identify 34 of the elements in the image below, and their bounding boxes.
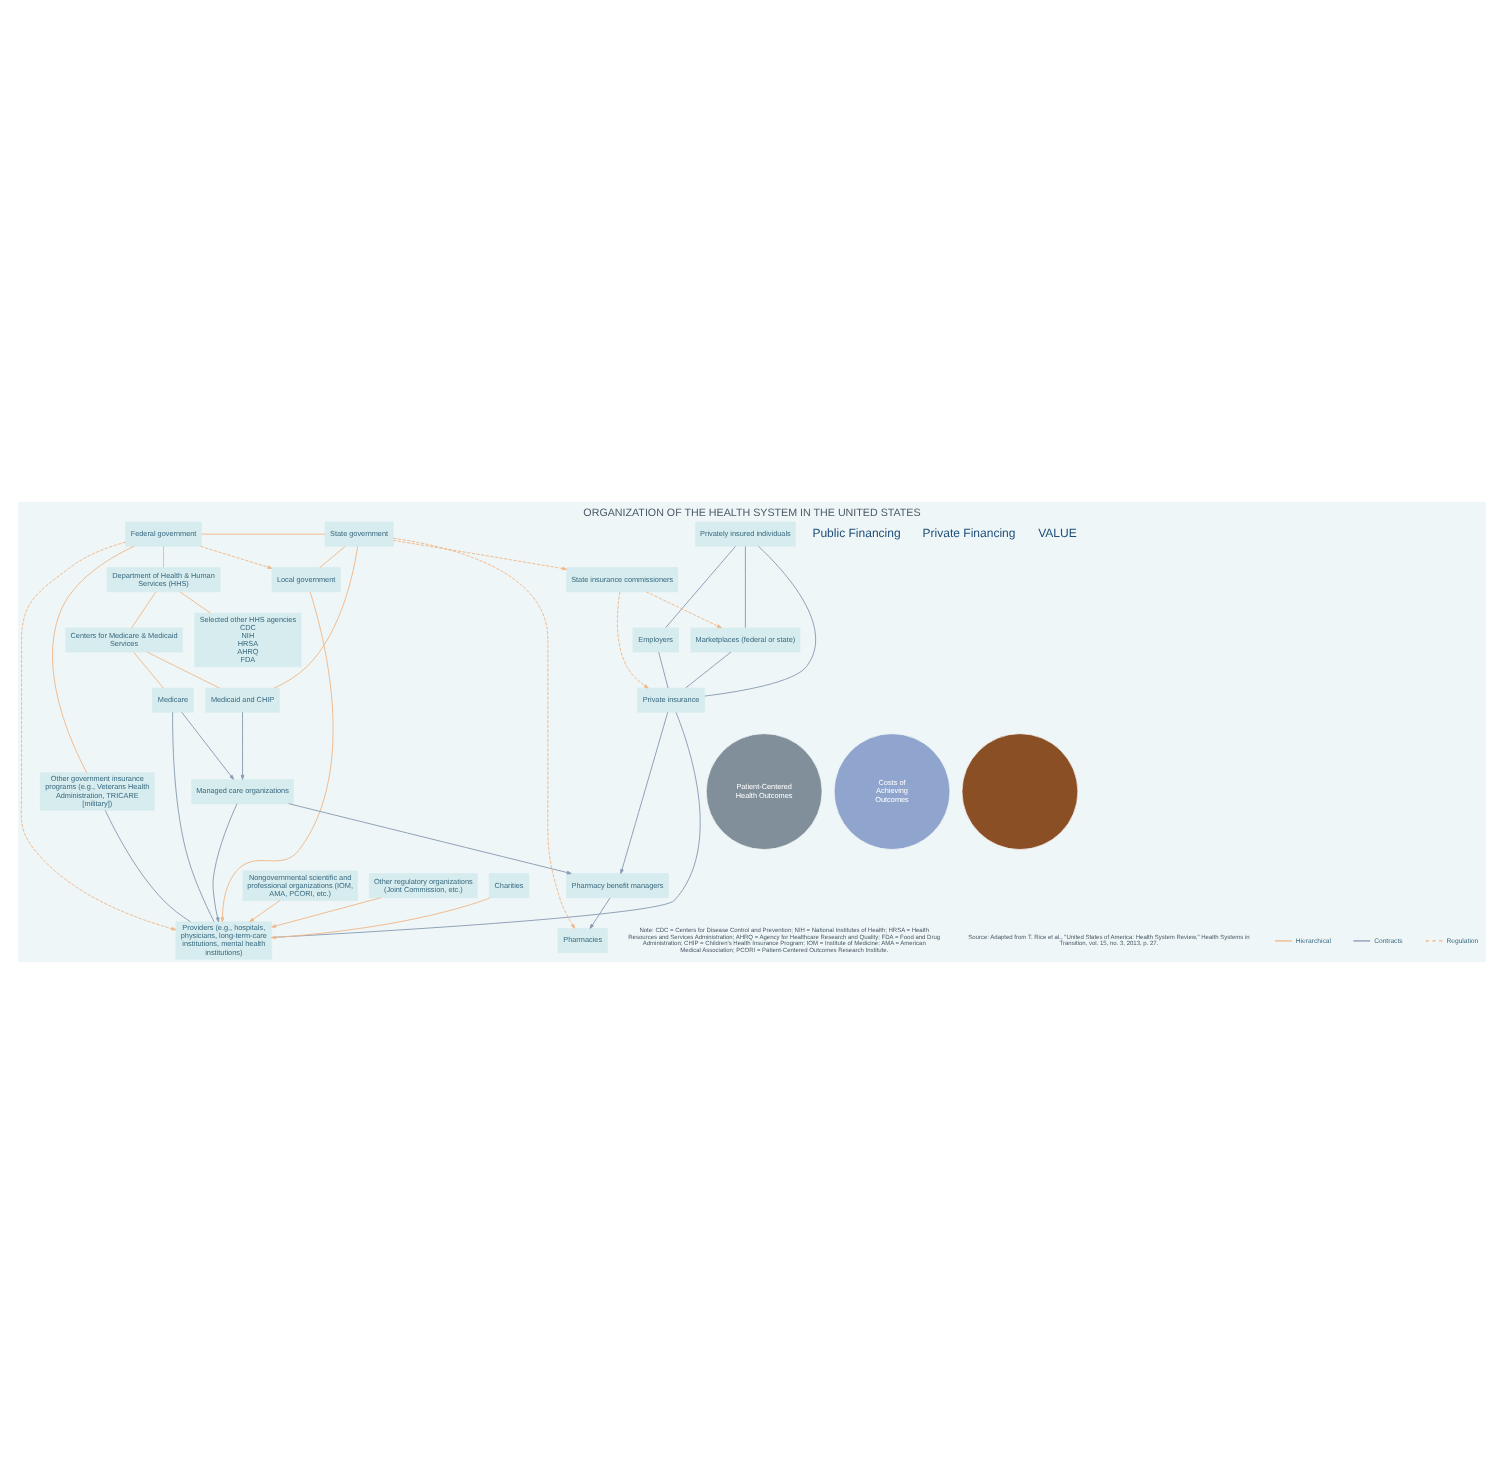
connector [179,590,211,613]
connector [704,544,816,696]
connector [52,544,135,773]
arrow [589,896,611,928]
node-circle [961,732,1079,849]
connector [146,650,220,688]
arrow [620,710,669,873]
connector [163,544,164,567]
connector [131,590,157,628]
connector [685,650,732,688]
arrow [392,538,568,570]
arrow [271,896,491,939]
connector [104,808,191,922]
arrow [240,710,245,779]
connector [133,650,164,688]
connector [319,544,346,567]
arrow [616,590,649,688]
arrow [200,544,273,568]
connector [744,544,746,628]
arrow [212,802,238,922]
arrow [271,896,382,927]
arrow [645,590,722,628]
arrow [392,536,576,928]
arrow [249,898,281,922]
connector [201,532,326,534]
arrow [20,540,177,930]
arrow [181,710,235,779]
connector [271,710,701,937]
connector [665,544,736,628]
connector [658,650,669,688]
connector [273,544,359,688]
arrow [220,590,334,922]
connector [172,710,215,922]
arrow [288,802,572,874]
